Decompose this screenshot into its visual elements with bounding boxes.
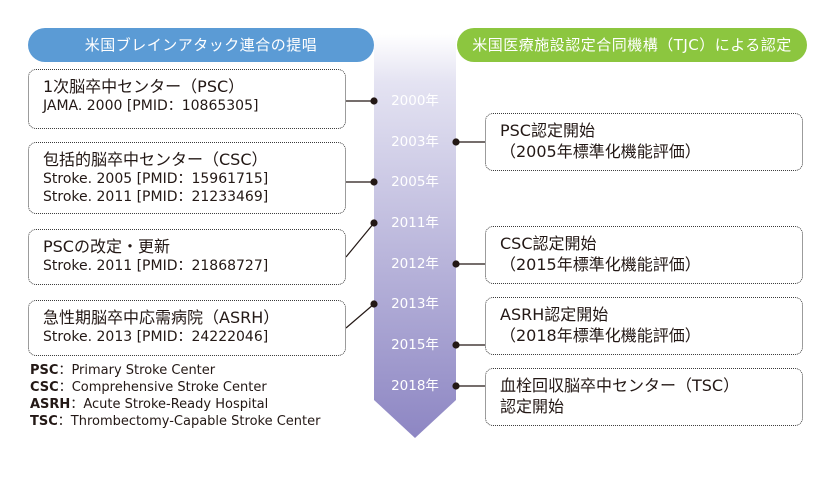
legend-row: ASRH：Acute Stroke-Ready Hospital: [30, 396, 320, 413]
legend-key: ASRH: [30, 397, 71, 412]
box-citation: Stroke. 2011 [PMID：21233469]: [43, 189, 269, 205]
connector-dot: [452, 260, 460, 268]
connector-dot: [370, 178, 378, 186]
legend-key: CSC: [30, 380, 59, 395]
box-title: PSCの改定・更新: [43, 237, 170, 256]
connector-dot: [452, 341, 460, 349]
connector-dot: [452, 138, 460, 146]
box-citation: Stroke. 2011 [PMID：21868727]: [43, 258, 269, 274]
legend-row: PSC：Primary Stroke Center: [30, 362, 320, 379]
abbreviation-legend: PSC：Primary Stroke Center CSC：Comprehens…: [30, 362, 320, 430]
timeline-arrow-body: [374, 34, 456, 438]
proposal-box-psc: 1次脳卒中センター（PSC） JAMA. 2000 [PMID：10865305…: [28, 69, 346, 129]
year-label: 2012年: [391, 256, 439, 272]
legend-value: ：Primary Stroke Center: [58, 363, 216, 378]
right-header: 米国医療施設認定合同機構（TJC）による認定: [457, 28, 807, 62]
box-title: ASRH認定開始: [500, 305, 609, 324]
year-label: 2000年: [391, 93, 439, 109]
legend-row: CSC：Comprehensive Stroke Center: [30, 379, 320, 396]
year-label: 2013年: [391, 296, 439, 312]
box-title: 血栓回収脳卒中センター（TSC）: [500, 376, 740, 395]
certification-box-psc: PSC認定開始 （2005年標準化機能評価）: [485, 113, 803, 171]
proposal-box-psc-update: PSCの改定・更新 Stroke. 2011 [PMID：21868727]: [28, 229, 346, 285]
connector-dot: [370, 219, 378, 227]
legend-value: ：Thrombectomy-Capable Stroke Center: [57, 414, 321, 429]
certification-box-tsc: 血栓回収脳卒中センター（TSC） 認定開始: [485, 368, 803, 426]
box-subtitle: （2015年標準化機能評価）: [500, 255, 701, 274]
year-label: 2015年: [391, 337, 439, 353]
box-title: 包括的脳卒中センター（CSC）: [43, 150, 268, 169]
proposal-box-csc: 包括的脳卒中センター（CSC） Stroke. 2005 [PMID：15961…: [28, 142, 346, 214]
connector-dot: [452, 382, 460, 390]
legend-value: ：Comprehensive Stroke Center: [58, 380, 267, 395]
proposal-box-asrh: 急性期脳卒中応需病院（ASRH） Stroke. 2013 [PMID：2422…: [28, 300, 346, 356]
box-subtitle: 認定開始: [500, 397, 565, 416]
connector-line: [345, 303, 375, 329]
box-citation: Stroke. 2005 [PMID：15961715]: [43, 171, 269, 187]
certification-box-csc: CSC認定開始 （2015年標準化機能評価）: [485, 226, 803, 284]
connectors: [345, 97, 485, 390]
legend-value: ：Acute Stroke-Ready Hospital: [70, 397, 269, 412]
legend-row: TSC：Thrombectomy-Capable Stroke Center: [30, 413, 320, 430]
box-title: 急性期脳卒中応需病院（ASRH）: [43, 308, 280, 327]
box-subtitle: （2005年標準化機能評価）: [500, 142, 701, 161]
year-label: 2011年: [391, 215, 439, 231]
year-label: 2018年: [391, 378, 439, 394]
box-subtitle: （2018年標準化機能評価）: [500, 326, 701, 345]
legend-key: PSC: [30, 363, 59, 378]
connector-dot: [370, 97, 378, 105]
legend-key: TSC: [30, 414, 58, 429]
certification-box-asrh: ASRH認定開始 （2018年標準化機能評価）: [485, 297, 803, 355]
year-label: 2003年: [391, 134, 439, 150]
connector-dot: [370, 300, 378, 308]
box-title: PSC認定開始: [500, 121, 595, 140]
box-title: 1次脳卒中センター（PSC）: [43, 77, 245, 96]
year-label: 2005年: [391, 174, 439, 190]
connector-line: [345, 222, 375, 258]
left-header: 米国ブレインアタック連合の提唱: [28, 28, 374, 62]
box-title: CSC認定開始: [500, 234, 597, 253]
box-citation: JAMA. 2000 [PMID：10865305]: [43, 98, 259, 114]
box-citation: Stroke. 2013 [PMID：24222046]: [43, 329, 269, 345]
